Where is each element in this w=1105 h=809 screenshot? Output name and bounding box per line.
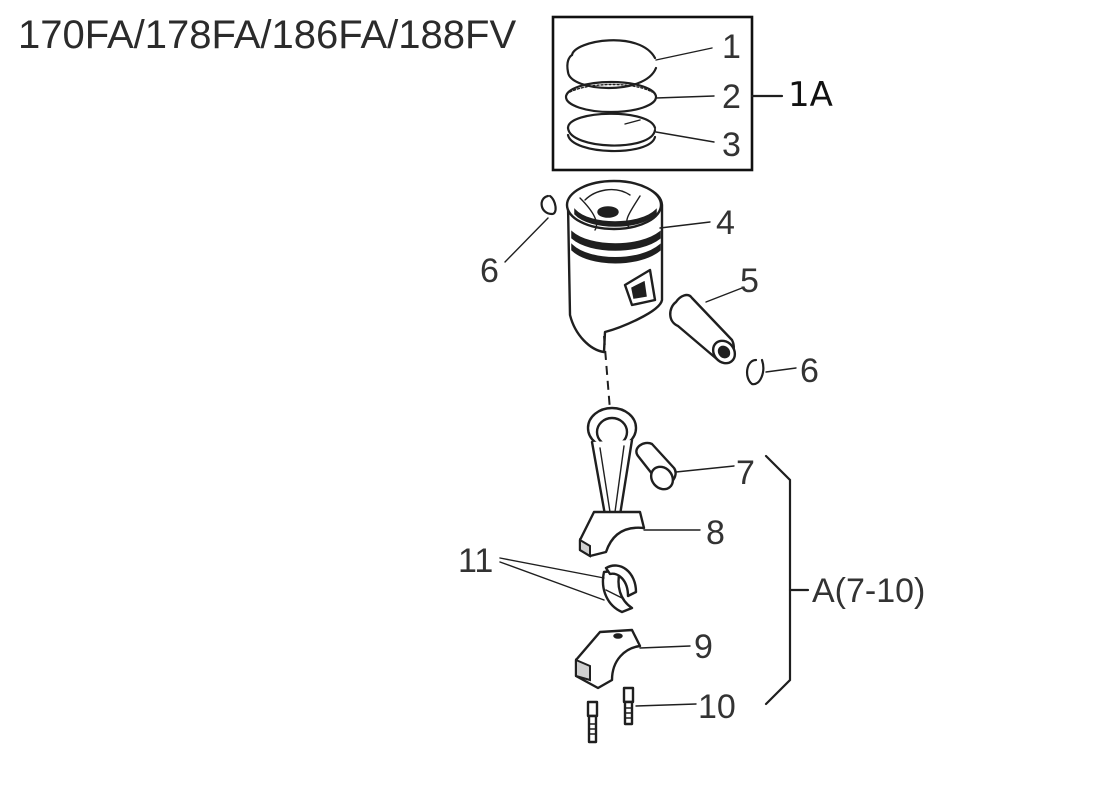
piston-ring-set-box: 1 2 3 <box>551 15 754 172</box>
callout-6-left: 6 <box>480 252 499 290</box>
connecting-rod-cap <box>574 628 642 690</box>
piston-pin <box>669 293 737 365</box>
piston-ring-2 <box>564 80 658 114</box>
circlip-left <box>540 194 557 216</box>
callout-10: 10 <box>698 688 736 726</box>
circlip-right <box>746 358 765 386</box>
callout-9: 9 <box>694 628 713 666</box>
assembly-label: A(7-10) <box>812 572 925 610</box>
model-title: 170FA/178FA/186FA/188FV <box>18 13 516 57</box>
assembly-bracket <box>764 454 810 706</box>
callout-8: 8 <box>706 514 725 552</box>
piston-ring-1 <box>566 39 658 90</box>
callout-7: 7 <box>736 454 755 492</box>
callout-1: 1 <box>722 28 741 66</box>
callout-3: 3 <box>722 126 741 164</box>
piston-ring-3 <box>566 112 657 153</box>
callout-6-right: 6 <box>800 352 819 390</box>
callout-2: 2 <box>722 78 741 116</box>
ring-set-label: 1A <box>788 75 833 115</box>
callout-5: 5 <box>740 262 759 300</box>
bearing-shells <box>601 564 638 614</box>
connecting-rod <box>578 406 646 558</box>
callout-11: 11 <box>458 542 493 580</box>
piston <box>565 179 664 354</box>
callout-4: 4 <box>716 204 735 242</box>
small-end-bushing <box>635 441 677 491</box>
rod-bolts <box>586 686 635 744</box>
